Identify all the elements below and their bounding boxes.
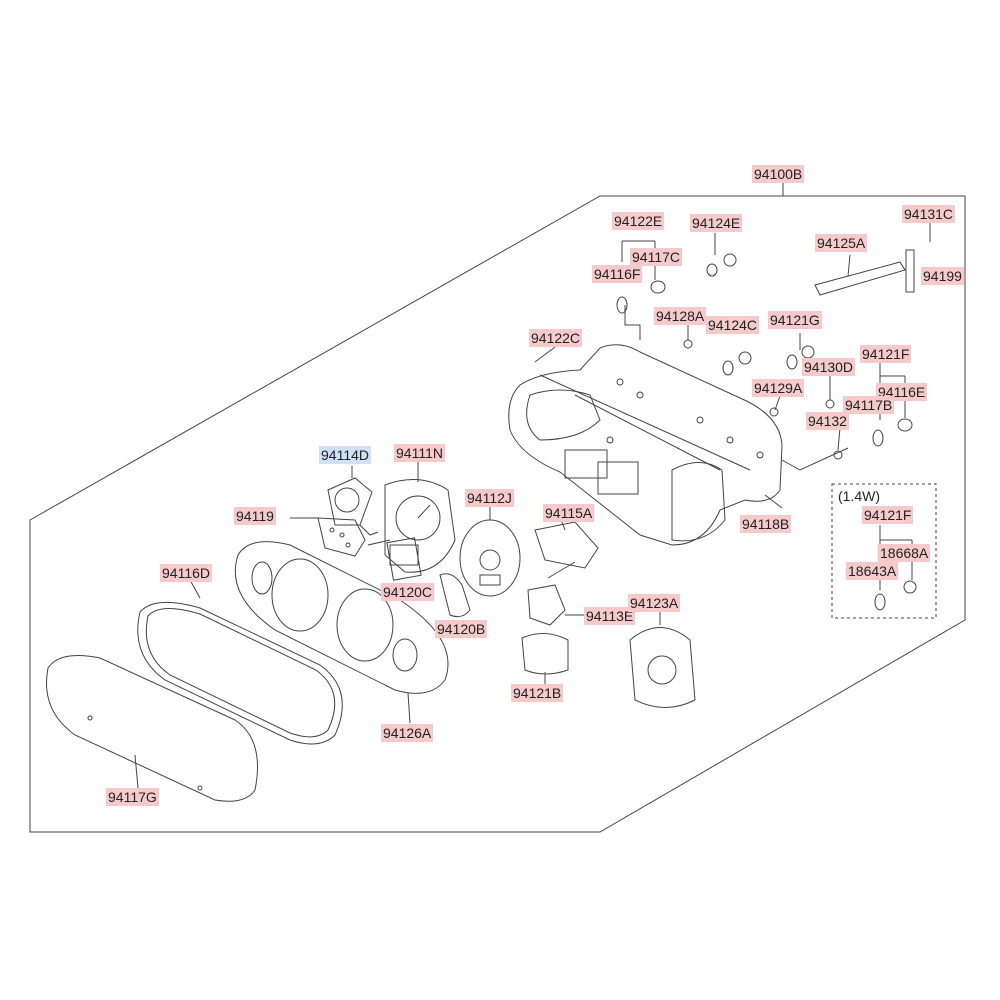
bulb-spec-box bbox=[832, 484, 936, 618]
part-label-94120B[interactable]: 94120B bbox=[435, 620, 488, 638]
cluster-housing-drawing bbox=[509, 345, 782, 545]
part-label-18643A[interactable]: 18643A bbox=[846, 562, 899, 580]
part-label-94119[interactable]: 94119 bbox=[234, 507, 276, 525]
part-label-94117G[interactable]: 94117G bbox=[106, 788, 159, 806]
part-label-94126A[interactable]: 94126A bbox=[381, 724, 434, 742]
part-label-94122E[interactable]: 94122E bbox=[612, 212, 665, 230]
part-label-94113E[interactable]: 94113E bbox=[584, 607, 636, 625]
part-label-94132[interactable]: 94132 bbox=[806, 412, 849, 430]
part-label-94121B[interactable]: 94121B bbox=[511, 684, 564, 702]
part-label-94128A[interactable]: 94128A bbox=[654, 307, 707, 325]
part-label-94199[interactable]: 94199 bbox=[921, 267, 964, 285]
part-label-94123A[interactable]: 94123A bbox=[628, 594, 681, 612]
part-label-94124C[interactable]: 94124C bbox=[706, 316, 760, 334]
part-label-94116D[interactable]: 94116D bbox=[160, 564, 213, 582]
part-label-94115A[interactable]: 94115A bbox=[543, 504, 595, 522]
part-label-94129A[interactable]: 94129A bbox=[752, 379, 805, 397]
part-label-94112J[interactable]: 94112J bbox=[465, 489, 514, 507]
part-label-94120C[interactable]: 94120C bbox=[381, 583, 435, 601]
part-label-94125A[interactable]: 94125A bbox=[815, 234, 868, 252]
part-label-94121F-bulb[interactable]: 94121F bbox=[862, 506, 914, 524]
part-label-94100B[interactable]: 94100B bbox=[752, 165, 805, 183]
part-label-94117C[interactable]: 94117C bbox=[630, 248, 683, 266]
part-label-94111N[interactable]: 94111N bbox=[394, 444, 445, 462]
bulb-socket-drawings bbox=[535, 222, 930, 508]
dial-94112J-drawing bbox=[460, 505, 520, 596]
part-label-94124E[interactable]: 94124E bbox=[690, 214, 743, 232]
part-label-94121G[interactable]: 94121G bbox=[768, 311, 822, 329]
dial-94111N-drawing bbox=[385, 462, 455, 572]
part-label-94121F[interactable]: 94121F bbox=[860, 345, 912, 363]
frame-94116D-drawing bbox=[138, 580, 342, 744]
bezel-94126A-drawing bbox=[235, 542, 448, 723]
module-94115A-drawing bbox=[535, 522, 598, 578]
bulb-wattage-note: (1.4W) bbox=[838, 488, 880, 504]
dial-94123A-drawing bbox=[630, 610, 695, 708]
diagram-boundary bbox=[30, 196, 965, 832]
window-94117G-drawing bbox=[47, 656, 258, 802]
part-label-94130D[interactable]: 94130D bbox=[802, 358, 856, 376]
part-label-94131C[interactable]: 94131C bbox=[902, 205, 956, 223]
plate-94119-drawing bbox=[290, 518, 365, 556]
gauge-94114D-drawing bbox=[328, 466, 390, 545]
part-label-94122C[interactable]: 94122C bbox=[529, 329, 583, 347]
part-label-94114D[interactable]: 94114D bbox=[319, 446, 372, 464]
part-label-94117B[interactable]: 94117B bbox=[843, 396, 895, 414]
part-label-18668A[interactable]: 18668A bbox=[878, 544, 931, 562]
part-label-94118B[interactable]: 94118B bbox=[740, 515, 792, 533]
part-label-94116F[interactable]: 94116F bbox=[592, 265, 643, 283]
